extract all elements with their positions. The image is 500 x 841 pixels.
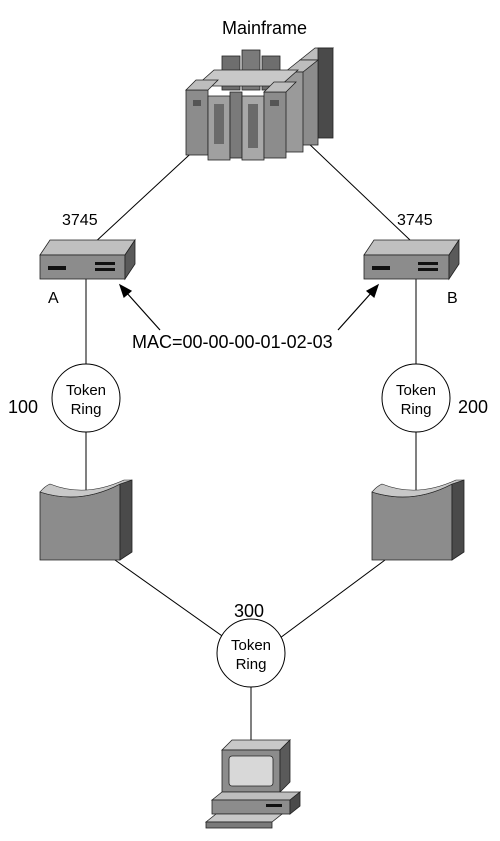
ring-300-line1: Token	[231, 637, 271, 654]
fep-b-model-label: 3745	[397, 212, 433, 229]
mainframe-icon	[185, 47, 335, 161]
bridge-icon	[371, 479, 465, 561]
ring-200-line1: Token	[396, 382, 436, 399]
front-end-processor-icon	[39, 238, 136, 281]
link-bridge-right-ring-300	[279, 559, 386, 639]
link-mainframe-fep-b	[304, 139, 411, 241]
token-ring-300: Token Ring	[216, 618, 286, 688]
fep-a-id-label: A	[48, 290, 59, 307]
ring-100-number: 100	[8, 397, 38, 417]
fep-a-model-label: 3745	[62, 212, 98, 229]
bridge-right	[371, 479, 465, 561]
arrow-to-fep-b	[337, 291, 373, 331]
link-mainframe-fep-a	[91, 144, 201, 246]
workstation-icon	[204, 739, 302, 829]
ring-100-line1: Token	[66, 382, 106, 399]
arrow-head-left	[118, 283, 133, 299]
link-bridge-left-ring-300	[114, 559, 226, 639]
mac-address-label: MAC=00-00-00-01-02-03	[132, 332, 333, 352]
bridge-icon	[39, 479, 133, 561]
fep-b-id-label: B	[447, 290, 458, 307]
front-end-processor-b	[363, 238, 460, 281]
bridge-left	[39, 479, 133, 561]
arrow-head-right	[365, 283, 380, 299]
front-end-processor-icon	[363, 238, 460, 281]
mainframe-label: Mainframe	[222, 18, 307, 38]
connection-lines	[85, 139, 417, 740]
arrow-to-fep-a	[125, 291, 161, 331]
ring-300-number: 300	[234, 601, 264, 621]
ring-200-number: 200	[458, 397, 488, 417]
ring-300-line2: Ring	[236, 656, 267, 673]
token-ring-100: Token Ring	[51, 363, 121, 433]
front-end-processor-a	[39, 238, 136, 281]
ring-200-line2: Ring	[401, 401, 432, 418]
ring-100-line2: Ring	[71, 401, 102, 418]
mac-arrows	[118, 283, 380, 331]
token-ring-200: Token Ring	[381, 363, 451, 433]
